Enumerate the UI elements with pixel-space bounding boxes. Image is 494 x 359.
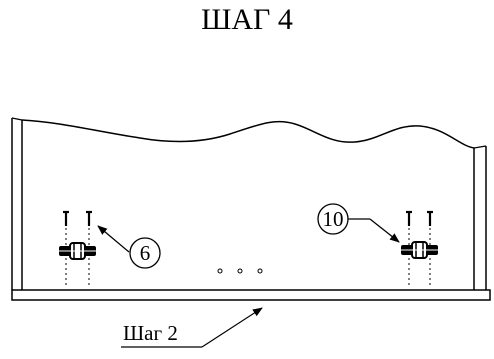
left-connector bbox=[59, 242, 96, 260]
bottom-board bbox=[11, 289, 491, 301]
callout-6-label: 6 bbox=[140, 241, 151, 265]
left-screw-1 bbox=[63, 210, 69, 226]
callout-10-label: 10 bbox=[323, 207, 344, 231]
callout-6: 6 bbox=[97, 225, 161, 269]
step-2-reference: Шаг 2 bbox=[121, 307, 263, 348]
right-screw-1 bbox=[406, 210, 412, 226]
right-screw-2 bbox=[427, 210, 433, 226]
right-side-panel bbox=[473, 145, 487, 290]
right-connector bbox=[401, 241, 438, 259]
left-side-panel bbox=[11, 117, 23, 290]
step-title: ШАГ 4 bbox=[201, 3, 293, 36]
break-line bbox=[21, 119, 475, 149]
callout-10: 10 bbox=[317, 203, 400, 243]
hole-marks bbox=[217, 268, 263, 274]
left-screw-2 bbox=[86, 210, 92, 226]
step-2-label: Шаг 2 bbox=[123, 321, 178, 345]
right-connector-assembly bbox=[401, 210, 438, 286]
left-connector-assembly bbox=[59, 210, 96, 286]
